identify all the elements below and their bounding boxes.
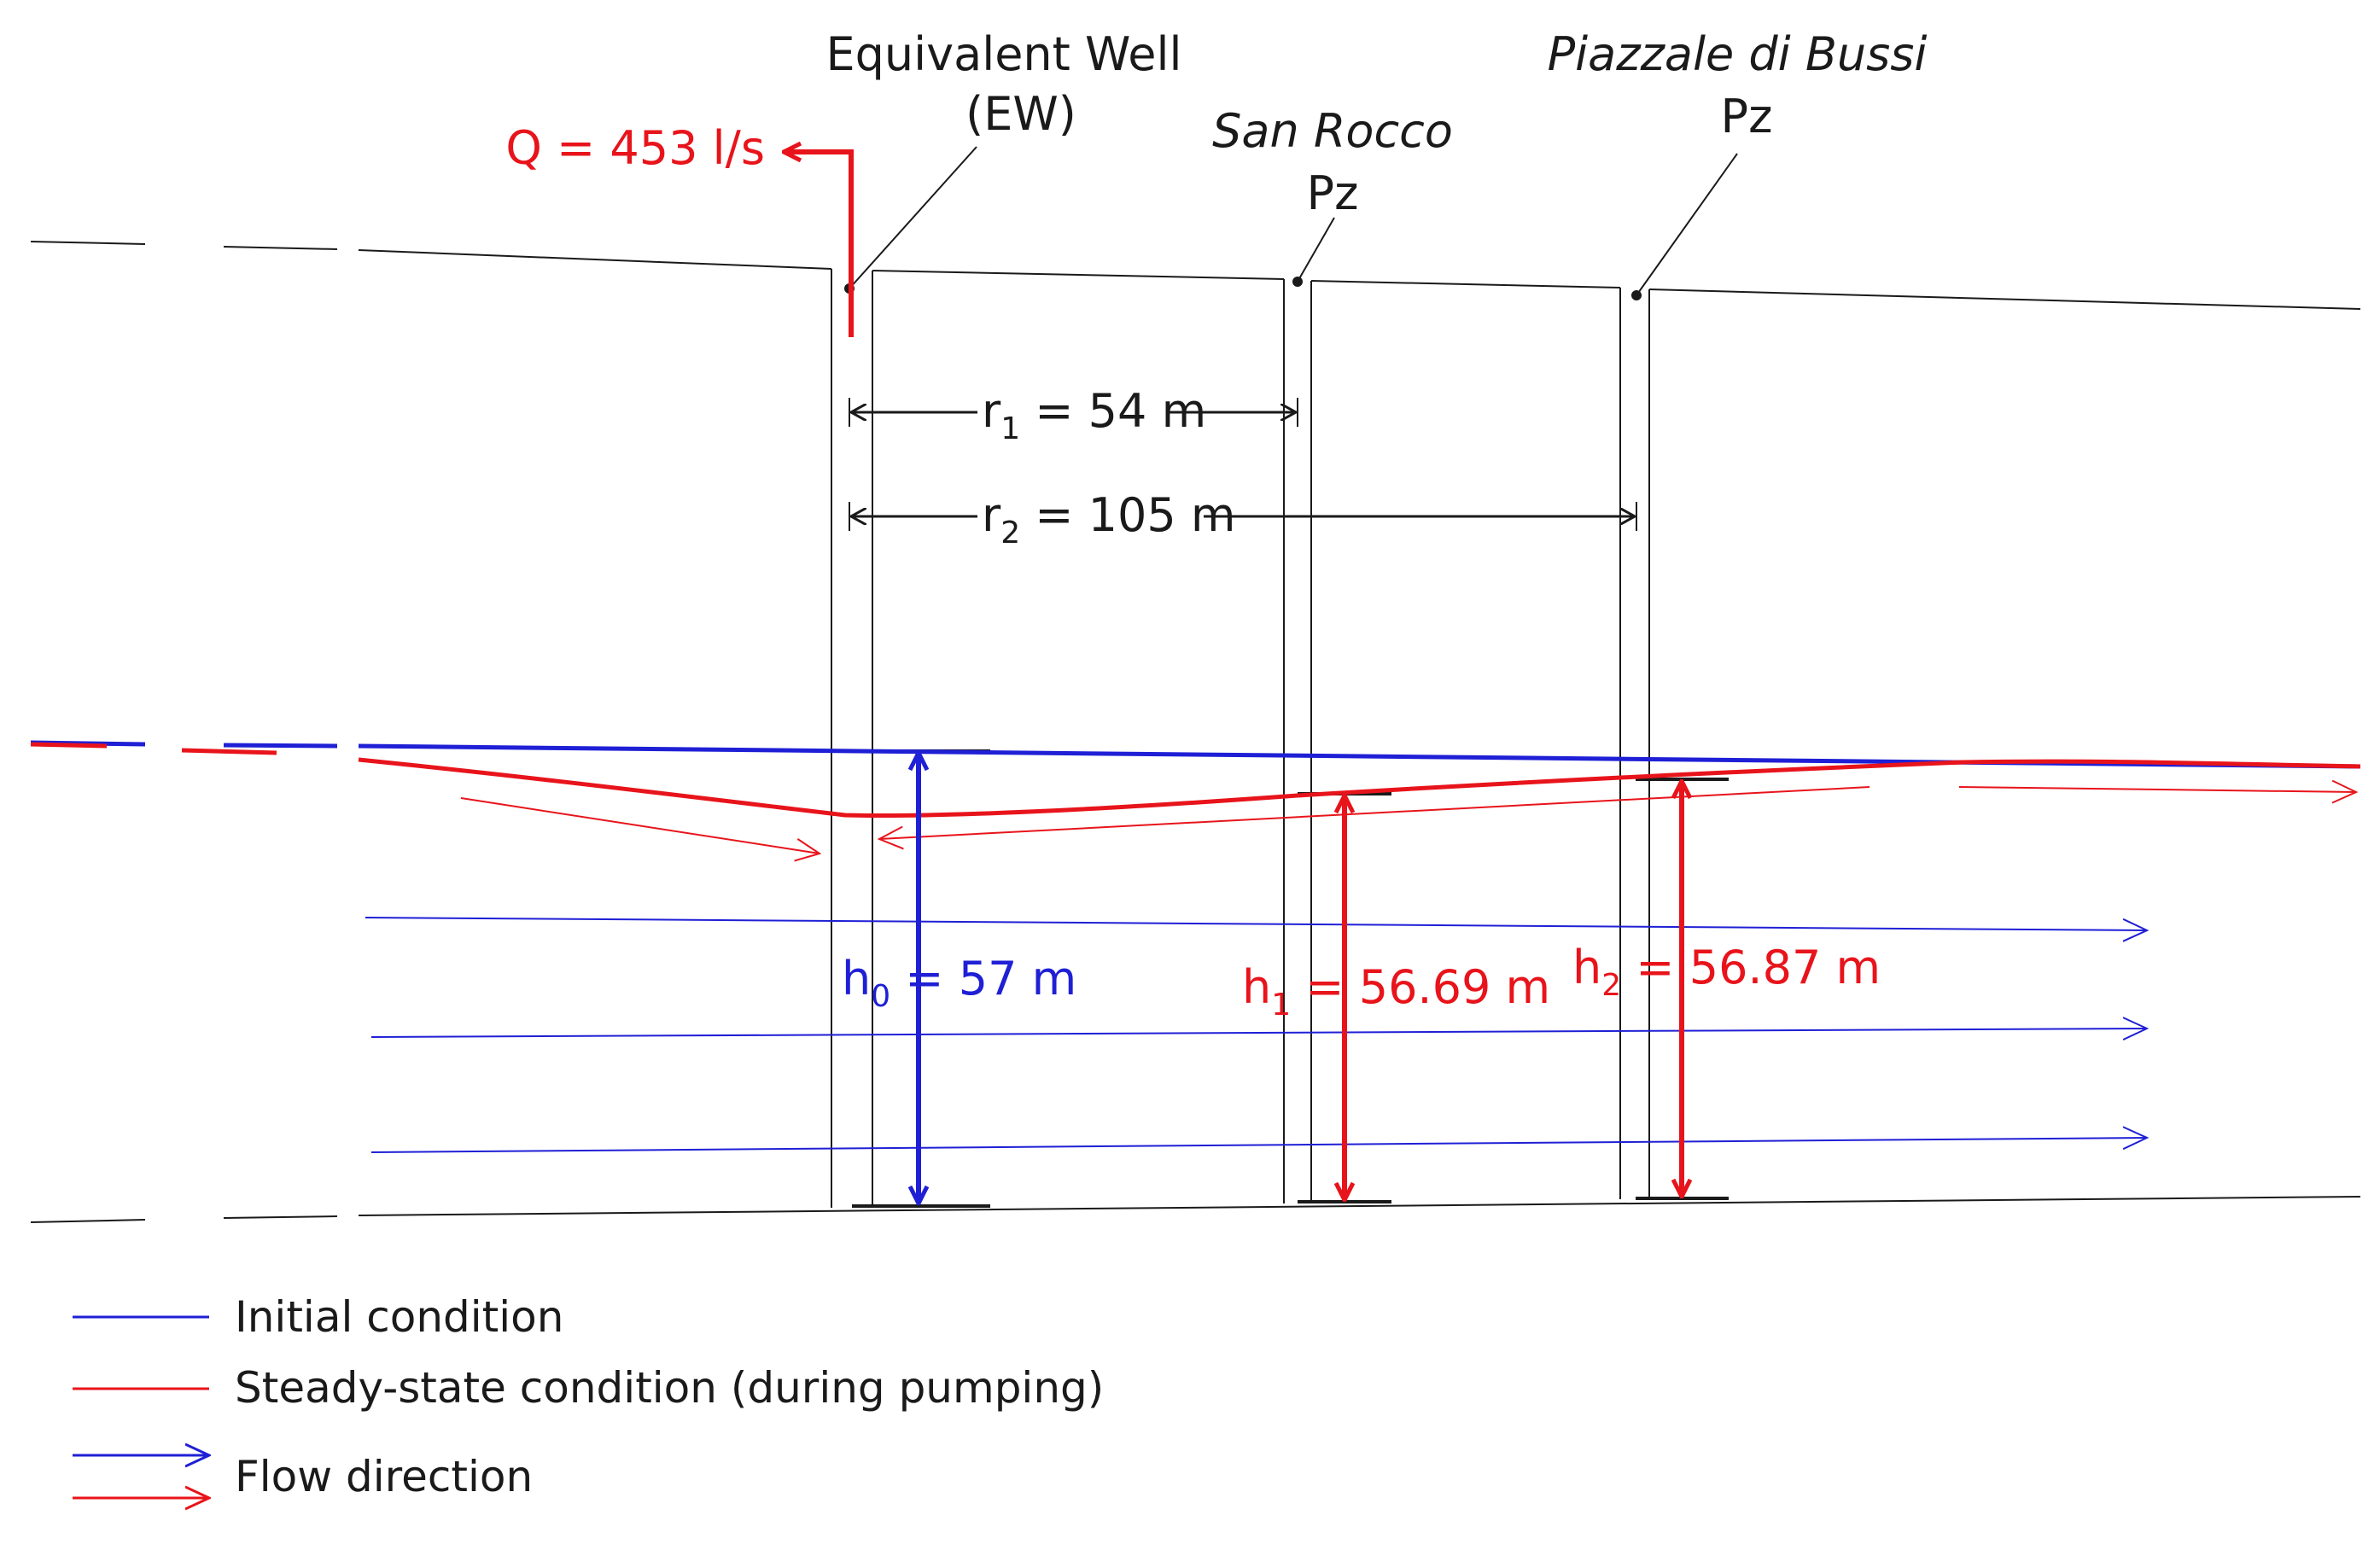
equivalent-well [831,269,990,1208]
r1-label: r1 = 54 m [982,384,1206,446]
distance-r1 [849,398,1298,427]
equivalent-well-abbr: (EW) [965,87,1076,141]
h1-label: h1 = 56.69 m [1242,960,1550,1023]
initial-flow-arrows [365,917,2147,1153]
equivalent-well-label: Equivalent Well [826,27,1182,81]
san-rocco-label: San Rocco [1212,104,1453,158]
piazzale-label: Piazzale di Bussi [1548,27,1928,81]
piazzale-type: Pz [1721,90,1773,143]
label-leaders [844,146,1738,300]
distance-r2 [849,502,1637,531]
legend-initial-label: Initial condition [235,1292,563,1342]
steady-flow-arrows [460,787,2356,854]
san-rocco-piezometer [1283,279,1391,1203]
san-rocco-type: Pz [1307,166,1359,220]
r2-label: r2 = 105 m [982,488,1236,551]
legend: Initial condition Steady-state condition… [73,1292,1104,1501]
pumping-pipe [784,152,854,337]
piazzale-piezometer [1619,288,1729,1200]
aquifer-base [30,1196,2361,1223]
steady-water-table [30,742,2361,819]
discharge-label: Q = 453 l/s [505,121,765,175]
h2-label: h2 = 56.87 m [1572,941,1881,1003]
legend-flow-label: Flow direction [235,1452,533,1501]
ground-surface [30,241,2361,310]
legend-steady-label: Steady-state condition (during pumping) [235,1363,1104,1413]
h0-label: h0 = 57 m [842,952,1076,1014]
